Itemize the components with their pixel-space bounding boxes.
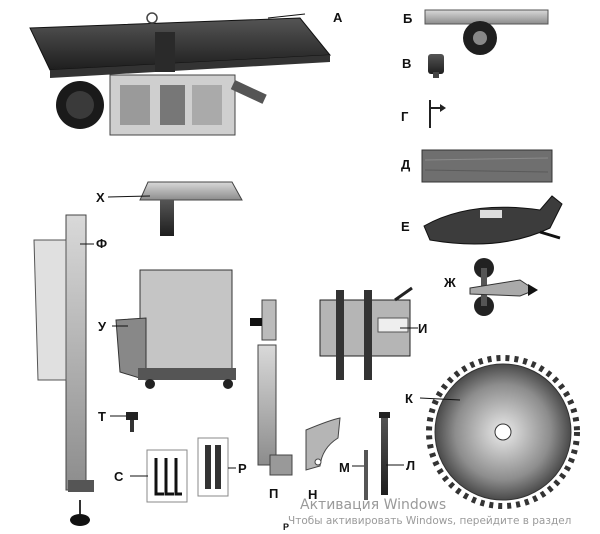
label-u: У [98,319,107,334]
riving-knife [305,417,341,471]
label-zh: Ж [444,275,456,290]
label-bottom: Р [283,522,290,532]
label-t: Т [98,409,106,424]
label-l: Л [406,458,416,473]
label-n: Н [308,487,318,502]
wooden-board [421,149,553,183]
label-d: Д [401,157,411,172]
saw-blade [419,355,580,509]
label-m: М [339,460,350,475]
label-r: Р [238,461,247,476]
mandrel [379,412,404,495]
t-key [429,100,446,128]
drill-chuck [428,54,444,78]
table-extension [107,181,243,236]
machine-main [29,12,332,136]
wrenches [197,437,236,497]
windows-activation-title: Активация Windows [300,497,447,513]
label-p: П [269,486,279,501]
windows-activation-subtitle: Чтобы активировать Windows, перейдите в … [288,515,572,527]
hex-keys [130,449,188,503]
label-e: Е [401,219,410,234]
label-f: Ф [96,236,108,251]
drill-bit [352,450,368,500]
hold-down-clamp [469,258,538,316]
label-kh: Х [96,190,105,205]
clamp-screw [110,412,138,432]
blade-guard [423,195,563,245]
planer-hood [112,269,236,389]
label-g: Г [401,109,409,124]
side-bracket [250,299,293,476]
fence-bar [424,9,549,55]
label-b: Б [403,11,413,26]
label-k: К [405,391,413,406]
sliding-carriage [319,286,418,380]
long-rail [33,214,94,526]
label-s: С [114,469,124,484]
label-a: А [333,10,343,25]
label-i: И [418,321,428,336]
label-v: В [402,56,412,71]
